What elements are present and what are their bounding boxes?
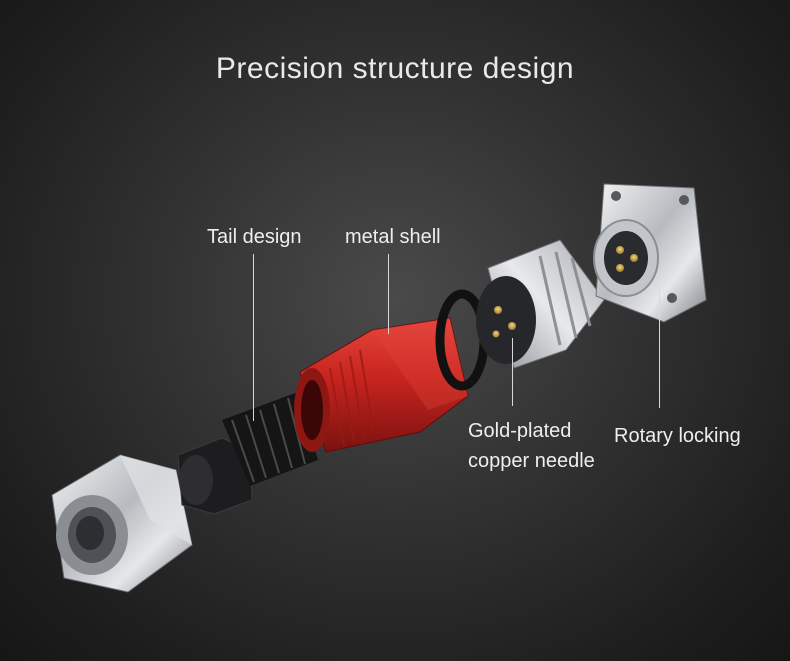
tail-design-label: Tail design: [207, 226, 302, 248]
compression-nut: [51, 454, 193, 593]
page-title: Precision structure design: [215, 52, 575, 85]
rubber-seal: [177, 437, 253, 515]
gold-plated-label-line2: copper needle: [468, 450, 595, 472]
metal-shell: [294, 317, 469, 453]
metal-shell-label: metal shell: [345, 226, 441, 248]
gold-plated-label-line1: Gold-plated: [468, 420, 572, 442]
rotary-locking-leader-line: [659, 290, 660, 408]
gold-plated-leader-line: [512, 338, 513, 406]
rotary-locking-label: Rotary locking: [614, 425, 741, 447]
tail-design-leader-line: [253, 254, 254, 421]
flange-receptacle: [593, 183, 707, 323]
metal-shell-leader-line: [388, 254, 389, 334]
locking-collar: [476, 239, 605, 369]
